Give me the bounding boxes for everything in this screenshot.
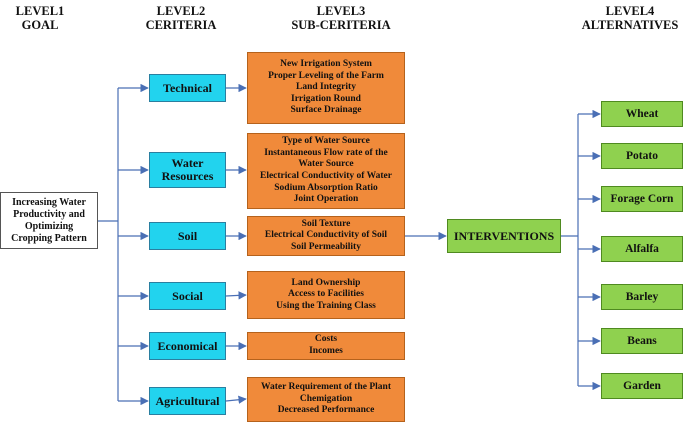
- alternative-forage-corn: Forage Corn: [601, 186, 683, 212]
- subcriteria-item: Chemigation: [299, 393, 353, 404]
- alternative-label: Beans: [627, 335, 657, 347]
- criteria-soil: Soil: [149, 222, 226, 250]
- subcriteria-item: Joint Operation: [293, 194, 359, 205]
- subcriteria-item: Land Integrity: [296, 82, 356, 93]
- subcriteria-item: Type of Water Source: [282, 136, 370, 147]
- goal-box: Increasing Water Productivity and Optimi…: [0, 192, 98, 249]
- subcriteria-water-resources: Type of Water Source Instantaneous Flow …: [247, 133, 405, 209]
- criteria-label: Agricultural: [155, 393, 220, 408]
- header-level2: LEVEL2 CERITERIA: [145, 4, 217, 32]
- criteria-label: Technical: [163, 80, 212, 95]
- subcriteria-technical: New Irrigation System Proper Leveling of…: [247, 52, 405, 124]
- header-level3: LEVEL3 SUB-CERITERIA: [291, 4, 391, 32]
- alternative-label: Forage Corn: [610, 193, 674, 205]
- alternative-wheat: Wheat: [601, 101, 683, 127]
- subcriteria-item: Access to Facilities: [288, 289, 364, 300]
- subcriteria-social: Land Ownership Access to Facilities Usin…: [247, 271, 405, 319]
- criteria-label: Soil: [177, 228, 198, 243]
- alternative-beans: Beans: [601, 328, 683, 354]
- criteria-agricultural: Agricultural: [149, 387, 226, 415]
- alternative-label: Garden: [623, 380, 661, 392]
- header-level1: LEVEL1 GOAL: [15, 4, 65, 32]
- subcriteria-item: Soil Permeability: [291, 241, 361, 252]
- criteria-water-resources: Water Resources: [149, 152, 226, 188]
- connector-criteria-sub-5: [225, 395, 247, 404]
- subcriteria-item: Soil Texture: [301, 218, 351, 229]
- criteria-social: Social: [149, 282, 226, 310]
- subcriteria-soil: Soil Texture Electrical Conductivity of …: [247, 216, 405, 256]
- connector-criteria-sub-3: [225, 291, 247, 300]
- subcriteria-item: Electrical Conductivity of Soil: [264, 230, 388, 241]
- alternative-potato: Potato: [601, 143, 683, 169]
- interventions-box: INTERVENTIONS: [447, 219, 561, 253]
- criteria-technical: Technical: [149, 74, 226, 102]
- criteria-label: Water Resources: [161, 156, 214, 183]
- subcriteria-agricultural: Water Requirement of the Plant Chemigati…: [247, 377, 405, 422]
- criteria-label: Social: [172, 288, 203, 303]
- alternative-label: Alfalfa: [625, 243, 659, 255]
- alternative-label: Barley: [625, 291, 659, 303]
- subcriteria-item: Decreased Performance: [277, 405, 375, 416]
- subcriteria-economical: Costs Incomes: [247, 332, 405, 360]
- alternative-garden: Garden: [601, 373, 683, 399]
- subcriteria-item: Surface Drainage: [290, 105, 362, 116]
- subcriteria-item: Sodium Absorption Ratio: [274, 182, 378, 193]
- subcriteria-item: Instantaneous Flow rate of the: [264, 147, 388, 158]
- subcriteria-item: Costs: [314, 334, 338, 345]
- alternative-barley: Barley: [601, 284, 683, 310]
- subcriteria-item: New Irrigation System: [280, 59, 372, 70]
- subcriteria-item: Water Source: [298, 159, 354, 170]
- subcriteria-item: Water Requirement of the Plant: [261, 382, 391, 393]
- subcriteria-item: Electrical Conductivity of Water: [259, 171, 392, 181]
- header-level4: LEVEL4 ALTERNATIVES: [581, 4, 679, 32]
- alternative-alfalfa: Alfalfa: [601, 236, 683, 262]
- alternative-label: Wheat: [625, 108, 659, 120]
- subcriteria-item: Land Ownership: [291, 277, 361, 288]
- subcriteria-item: Using the Training Class: [276, 300, 376, 311]
- subcriteria-item: Incomes: [309, 346, 343, 356]
- criteria-economical: Economical: [149, 332, 226, 360]
- subcriteria-item: Proper Leveling of the Farm: [268, 70, 384, 81]
- alternative-label: Potato: [626, 150, 658, 162]
- criteria-label: Economical: [157, 338, 218, 353]
- subcriteria-item: Irrigation Round: [291, 93, 361, 104]
